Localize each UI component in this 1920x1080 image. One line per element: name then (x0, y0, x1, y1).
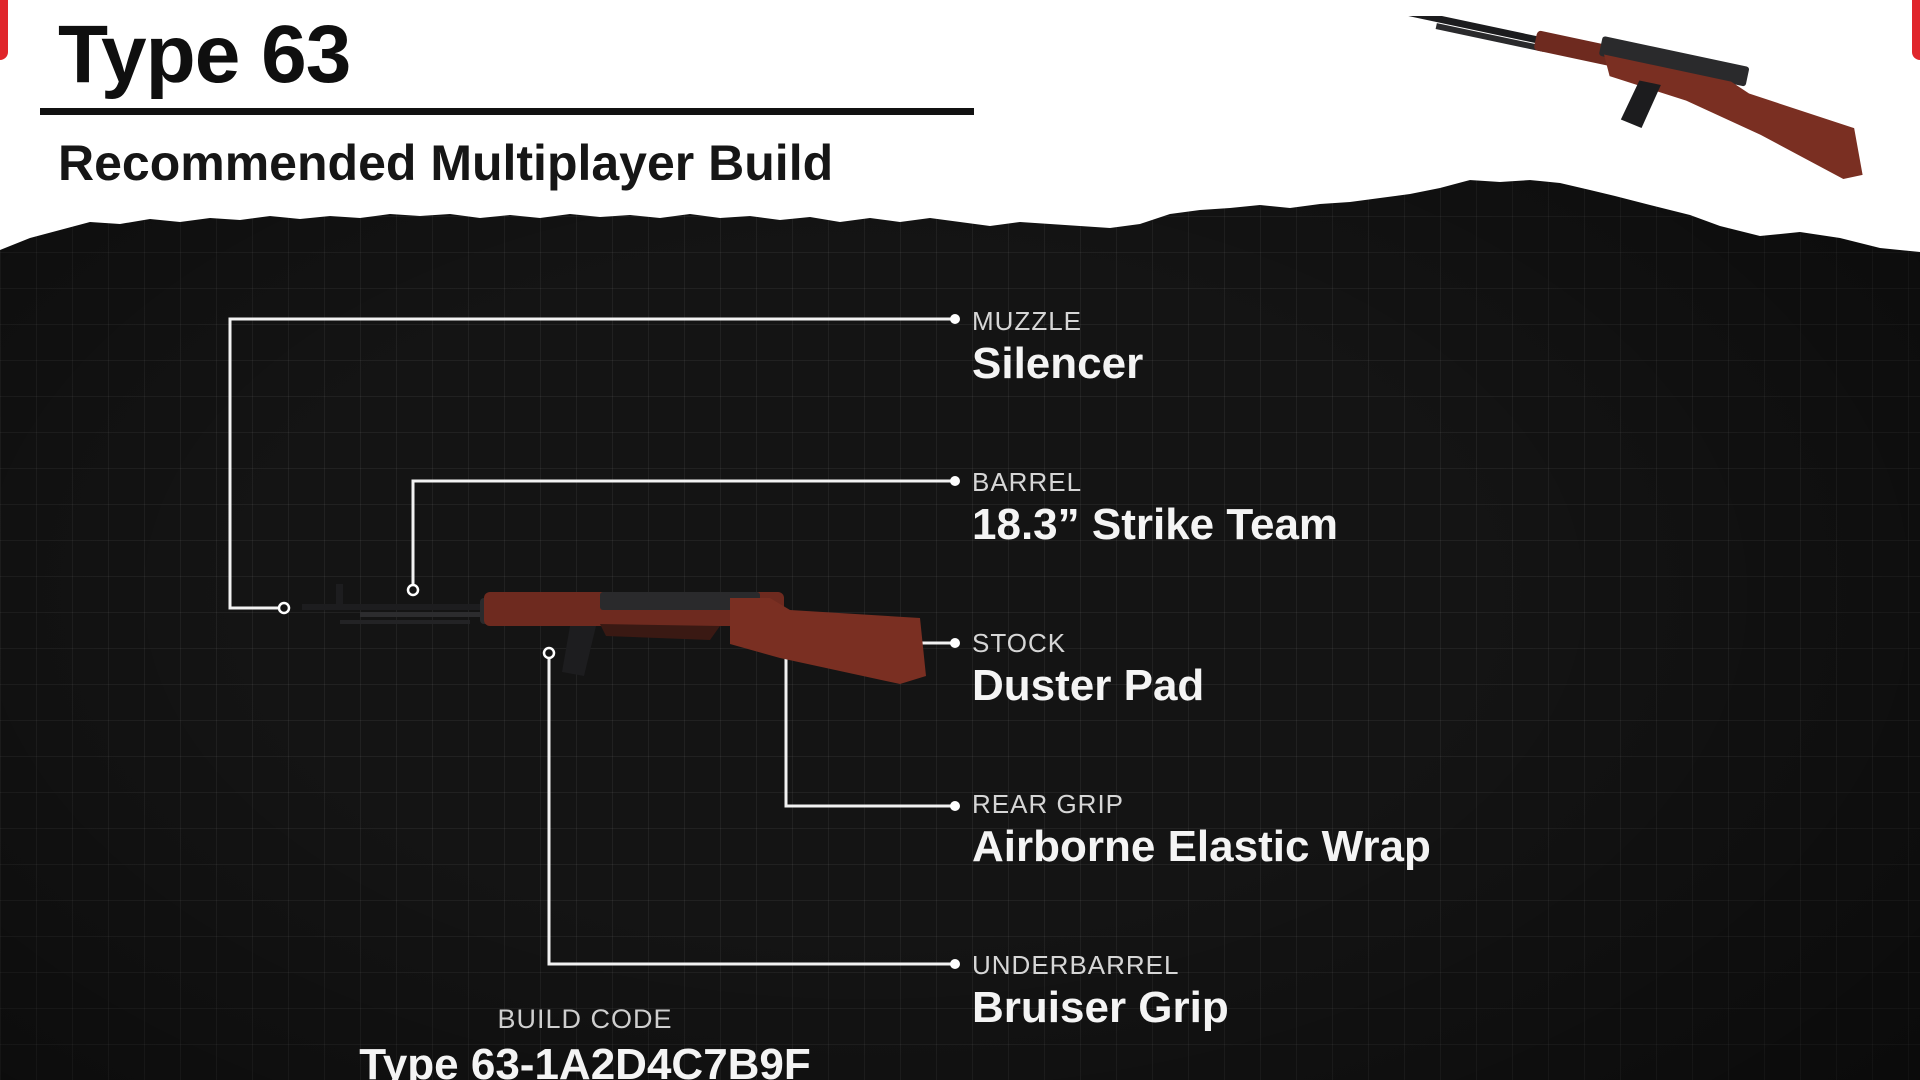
torn-paper-shape (0, 0, 1920, 252)
underbarrel-dot (950, 959, 960, 969)
muzzle-connector (228, 317, 955, 610)
red-frame-corner-left (0, 0, 8, 60)
type-63-rifle-image (1401, 16, 1863, 180)
build-code-label: BUILD CODE (497, 1004, 673, 1034)
build-code-value: Type 63-1A2D4C7B9F (359, 1040, 811, 1080)
attachment-slot-label: BARREL (972, 467, 1083, 497)
underbarrel-connector (547, 653, 955, 966)
attachment-name: Bruiser Grip (972, 983, 1229, 1032)
barrel-anchor (406, 583, 420, 597)
attachment-underbarrel: UNDERBARREL Bruiser Grip (972, 950, 1229, 1034)
muzzle-anchor (277, 601, 291, 615)
underbarrel-anchor (542, 646, 556, 660)
attachment-stock: STOCK Duster Pad (972, 628, 1204, 712)
muzzle-dot (950, 314, 960, 324)
attachment-name: Duster Pad (972, 661, 1205, 710)
header-paper (0, 0, 1920, 252)
attachment-name: 18.3” Strike Team (972, 500, 1339, 549)
barrel-connector (411, 479, 955, 590)
rear-grip-dot (950, 801, 960, 811)
attachment-slot-label: UNDERBARREL (972, 950, 1180, 980)
stock-dot (950, 638, 960, 648)
page-title: Type 63 (58, 9, 351, 100)
red-frame-corner-right (1912, 0, 1920, 60)
attachment-slot-label: REAR GRIP (972, 789, 1125, 819)
barrel-dot (950, 476, 960, 486)
attachment-slot-label: STOCK (972, 628, 1067, 658)
type-63-rifle-image (302, 584, 926, 684)
attachment-barrel: BARREL 18.3” Strike Team (972, 467, 1338, 551)
rear-grip-connector (784, 636, 955, 808)
attachment-rear-grip: REAR GRIP Airborne Elastic Wrap (972, 789, 1431, 873)
page-subtitle: Recommended Multiplayer Build (58, 135, 834, 191)
title-underline (40, 108, 974, 115)
attachment-name: Silencer (972, 339, 1144, 388)
attachment-name: Airborne Elastic Wrap (972, 822, 1431, 871)
attachment-muzzle: MUZZLE Silencer (972, 306, 1143, 390)
attachment-slot-label: MUZZLE (972, 306, 1082, 336)
